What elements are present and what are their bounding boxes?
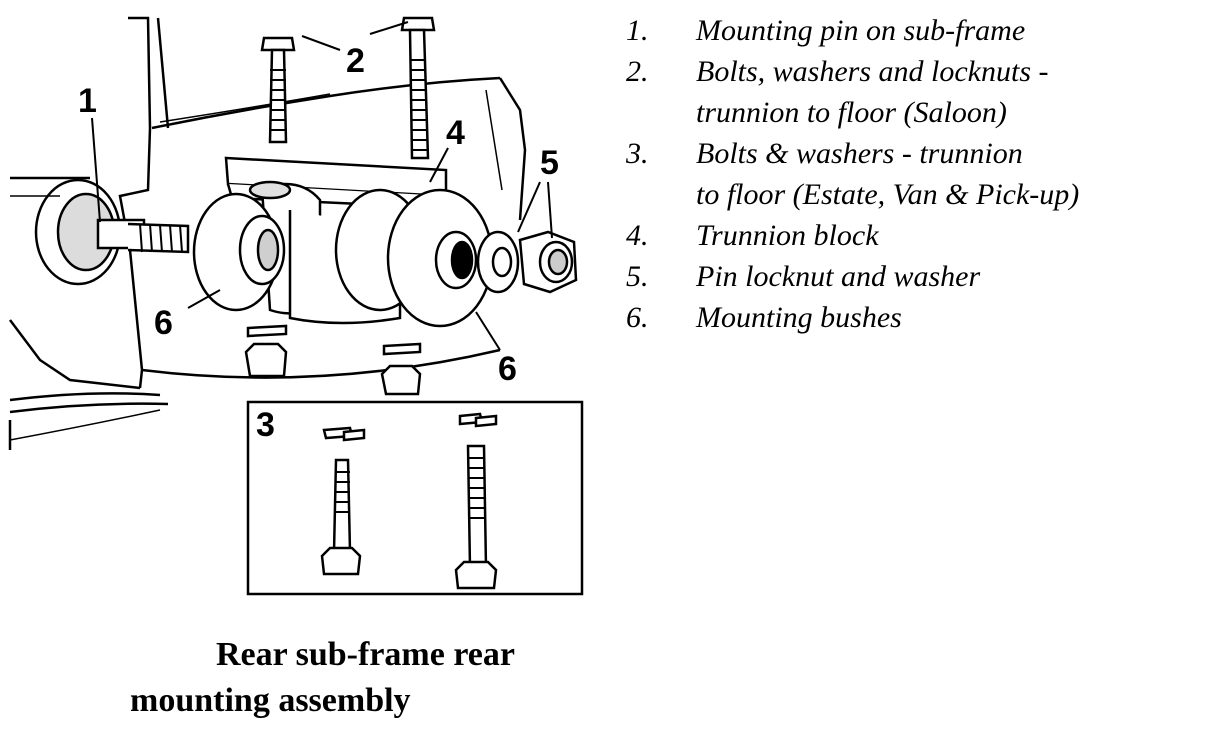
legend-item: 4. Trunnion block [626, 215, 1226, 256]
callout-6b: 6 [498, 350, 517, 388]
body-panel [8, 16, 527, 450]
legend-text: Mounting bushes [696, 301, 902, 334]
legend-text: Mounting pin on sub-frame [696, 14, 1026, 47]
floor-bolts [260, 16, 436, 160]
leader-lines [91, 21, 553, 351]
figure-caption: Rear sub-frame rear mounting assembly [130, 632, 590, 724]
caption-line-1: Rear sub-frame rear [216, 636, 515, 673]
callout-4: 4 [446, 114, 465, 152]
caption-line-2: mounting assembly [130, 682, 411, 719]
legend-item: 5. Pin locknut and washer [626, 256, 1226, 297]
parts-legend: 1. Mounting pin on sub-frame 2. Bolts, w… [626, 10, 1226, 338]
callout-1: 1 [78, 82, 97, 120]
callout-3: 3 [256, 406, 275, 444]
legend-number: 5. [626, 260, 649, 293]
lower-nuts [244, 324, 422, 396]
legend-item: 1. Mounting pin on sub-frame [626, 10, 1226, 51]
legend-text: Trunnion block [696, 219, 879, 252]
legend-number: 3. [626, 137, 649, 170]
legend-item: 6. Mounting bushes [626, 297, 1226, 338]
legend-item: 3. Bolts & washers - trunnion to floor (… [626, 133, 1226, 215]
legend-item: 2. Bolts, washers and locknuts - trunnio… [626, 51, 1226, 133]
mounting-bushes [192, 188, 494, 328]
legend-text: Bolts, washers and locknuts - trunnion t… [696, 55, 1049, 129]
legend-number: 1. [626, 14, 649, 47]
callout-2: 2 [346, 42, 365, 80]
mounting-pin [34, 178, 190, 286]
inset-box-estate-bolts [246, 400, 584, 596]
legend-number: 4. [626, 219, 649, 252]
exploded-diagram: 1 2 3 4 5 6 6 [8, 16, 584, 596]
legend-number: 2. [626, 55, 649, 88]
legend-text: Pin locknut and washer [696, 260, 981, 293]
legend-text: Bolts & washers - trunnion to floor (Est… [696, 137, 1080, 211]
diagram-drawing [8, 16, 584, 596]
callout-5: 5 [540, 144, 559, 182]
pin-locknut-washer [476, 230, 578, 294]
legend-number: 6. [626, 301, 649, 334]
callout-6a: 6 [154, 304, 173, 342]
